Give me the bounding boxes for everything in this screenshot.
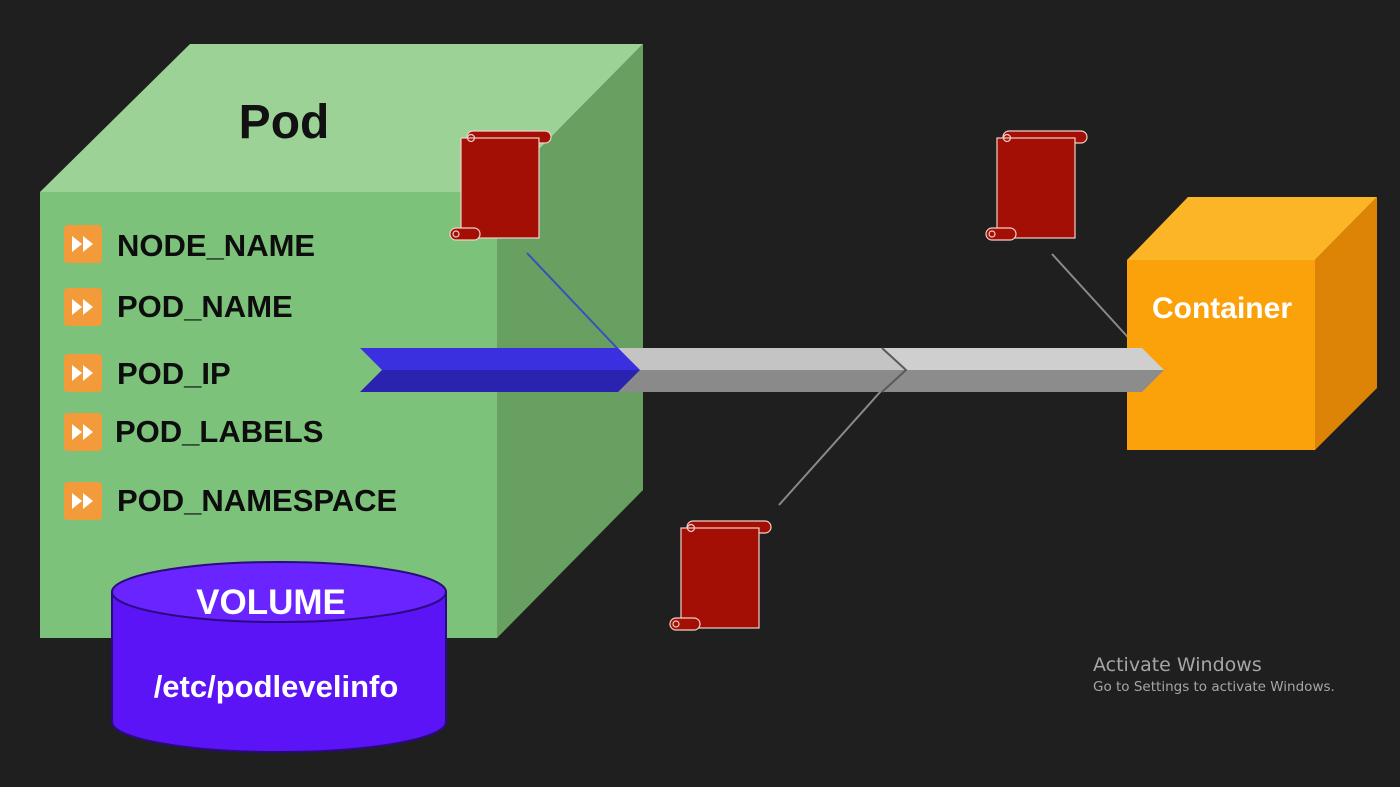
env-item: POD_IP bbox=[64, 354, 231, 392]
env-item: POD_LABELS bbox=[64, 413, 323, 451]
connector-lines bbox=[526, 252, 1136, 506]
volume-top bbox=[111, 561, 447, 623]
arrow-gray-top bbox=[618, 348, 906, 370]
container-cube-front bbox=[1127, 260, 1315, 450]
arrow-joint bbox=[881, 347, 908, 393]
container-cube: Container bbox=[1127, 197, 1377, 450]
container-cube-side bbox=[1315, 197, 1377, 450]
volume-title: VOLUME bbox=[196, 583, 346, 622]
arrow-blue-bottom bbox=[360, 370, 640, 392]
connector-line bbox=[1051, 253, 1136, 346]
container-cube-top bbox=[1127, 197, 1377, 260]
watermark-subtitle: Go to Settings to activate Windows. bbox=[1093, 679, 1335, 695]
fast-forward-icon bbox=[83, 236, 93, 252]
scroll-icon bbox=[449, 130, 552, 241]
pod-cube: Pod bbox=[40, 44, 643, 638]
fast-forward-icon bbox=[72, 365, 82, 381]
fast-forward-icon bbox=[72, 424, 82, 440]
fast-forward-icon bbox=[72, 299, 82, 315]
env-item-label: POD_NAME bbox=[117, 289, 293, 324]
arrow-gray-tip-top bbox=[882, 348, 1164, 370]
volume-body bbox=[111, 591, 447, 753]
container-title: Container bbox=[1152, 292, 1292, 325]
env-item-label: NODE_NAME bbox=[117, 228, 315, 263]
arrow-gray-tip-bottom bbox=[882, 370, 1164, 392]
watermark-title: Activate Windows bbox=[1093, 654, 1262, 676]
env-item-label: POD_LABELS bbox=[115, 414, 323, 449]
volume-cylinder: VOLUME /etc/podlevelinfo bbox=[111, 561, 447, 753]
env-item-label: POD_IP bbox=[117, 356, 231, 391]
connector-line bbox=[778, 371, 899, 506]
scroll-icon bbox=[669, 520, 772, 631]
activation-watermark: Activate Windows Go to Settings to activ… bbox=[1093, 653, 1335, 697]
env-item: POD_NAME bbox=[64, 288, 293, 326]
env-item: POD_NAMESPACE bbox=[64, 482, 397, 520]
env-item-label: POD_NAMESPACE bbox=[117, 483, 397, 518]
flow-arrow bbox=[360, 347, 1164, 393]
fast-forward-icon bbox=[72, 493, 82, 509]
fast-forward-icon bbox=[83, 365, 93, 381]
env-item: NODE_NAME bbox=[64, 225, 315, 263]
connector-line bbox=[526, 252, 634, 366]
fast-forward-icon bbox=[72, 236, 82, 252]
arrow-blue-top bbox=[360, 348, 640, 370]
pod-title: Pod bbox=[239, 96, 330, 149]
fast-forward-icon bbox=[83, 493, 93, 509]
env-list: NODE_NAME POD_NAME POD_IP POD_LABELS bbox=[64, 225, 397, 520]
scroll-icon bbox=[985, 130, 1088, 241]
fast-forward-icon bbox=[83, 299, 93, 315]
fast-forward-icon bbox=[83, 424, 93, 440]
arrow-gray-bottom bbox=[618, 370, 906, 392]
volume-path: /etc/podlevelinfo bbox=[154, 669, 399, 704]
